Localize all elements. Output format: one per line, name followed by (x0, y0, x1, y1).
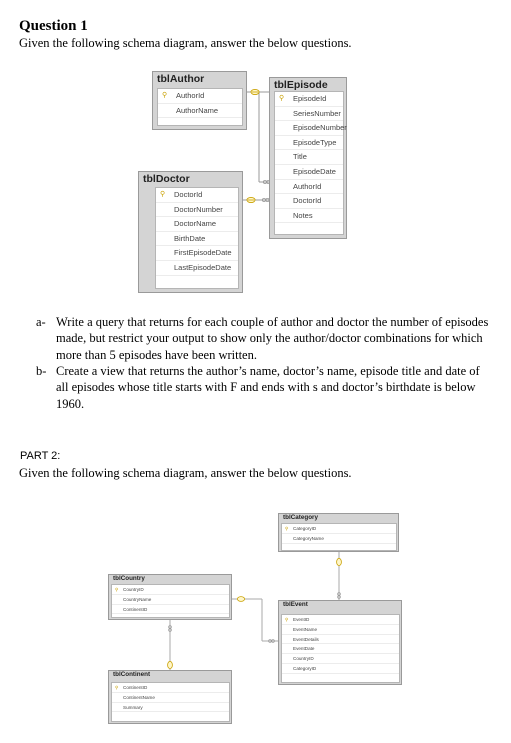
country-event-link (232, 598, 278, 642)
doctor-episode-key-icon (246, 196, 256, 204)
field-list: ⚲DoctorId DoctorNumber DoctorName BirthD… (155, 187, 239, 289)
question-marker: b- (36, 364, 47, 378)
field-row: SeriesNumber (275, 107, 343, 122)
field-row: EventName (282, 625, 399, 635)
key-icon: ⚲ (279, 95, 285, 102)
table-tblcontinent[interactable]: tblContinent ⚲ContinentID ContinentName … (108, 670, 232, 724)
field-row: EventDate (282, 644, 399, 655)
key-icon: ⚲ (115, 685, 119, 690)
part2-title: PART 2: (20, 450, 61, 462)
field-row: ContinentID (112, 605, 229, 615)
question-line: Create a view that returns the author’s … (56, 364, 480, 378)
field-row: Summary (112, 703, 229, 713)
author-episode-key-icon (250, 88, 260, 96)
category-event-key-icon (336, 558, 342, 567)
field-row: AuthorId (275, 180, 343, 195)
field-list: ⚲CountryID CountryName ContinentID (111, 584, 230, 618)
field-row: EpisodeDate (275, 165, 343, 180)
field-row: ⚲ContinentID (112, 683, 229, 693)
question-line: all episodes whose title starts with F a… (56, 380, 476, 395)
country-event-key-icon (236, 596, 245, 602)
table-tblcategory[interactable]: tblCategory ⚲CategoryID CategoryName (278, 513, 399, 552)
field-list: ⚲ContinentID ContinentName Summary (111, 682, 230, 722)
field-row: ContinentName (112, 693, 229, 703)
table-tbldoctor[interactable]: tblDoctor ⚲DoctorId DoctorNumber DoctorN… (138, 171, 243, 293)
field-row: ⚲CountryID (112, 585, 229, 595)
field-row: ⚲EpisodeId (275, 92, 343, 107)
field-row: EpisodeType (275, 136, 343, 151)
table-name: tblEvent (283, 601, 308, 608)
continent-country-key-icon (167, 661, 173, 670)
key-icon: ⚲ (285, 617, 289, 622)
field-row: CategoryID (282, 664, 399, 674)
field-list: ⚲EventID EventName EventDetails EventDat… (281, 614, 400, 683)
question-line: made, but restrict your output to show o… (56, 331, 483, 346)
question-marker: a- (36, 315, 46, 329)
question-title: Question 1 (19, 18, 88, 34)
field-row: ⚲EventID (282, 615, 399, 625)
table-tblevent[interactable]: tblEvent ⚲EventID EventName EventDetails… (278, 600, 402, 685)
table-tblepisode[interactable]: tblEpisode ⚲EpisodeId SeriesNumber Episo… (269, 77, 347, 239)
table-name: tblCountry (113, 575, 145, 582)
continent-country-many-icon (168, 625, 172, 632)
field-row: ⚲CategoryID (282, 524, 396, 534)
country-event-many-icon (268, 639, 275, 643)
field-row: CountryName (112, 595, 229, 605)
field-row: EpisodeNumber (275, 121, 347, 136)
field-row: Notes (275, 209, 343, 224)
category-event-many-icon (337, 592, 341, 599)
table-name: tblDoctor (143, 173, 190, 185)
question-line: Write a query that returns for each coup… (56, 315, 489, 329)
question-intro: Given the following schema diagram, answ… (19, 36, 352, 50)
field-row: DoctorName (156, 217, 238, 232)
field-row: CategoryName (282, 534, 396, 544)
field-row: CountryID (282, 654, 399, 664)
table-name: tblEpisode (274, 79, 328, 91)
field-row: DoctorNumber (156, 203, 238, 218)
key-icon: ⚲ (285, 526, 289, 531)
field-row: LastEpisodeDate (156, 261, 238, 276)
field-row: Title (275, 150, 343, 165)
field-row: AuthorName (158, 104, 242, 119)
field-list: ⚲EpisodeId SeriesNumber EpisodeNumber Ep… (274, 91, 347, 235)
field-row: ⚲AuthorId (158, 89, 242, 104)
field-row: BirthDate (156, 232, 238, 247)
table-name: tblCategory (283, 514, 318, 521)
table-tblauthor[interactable]: tblAuthor ⚲AuthorId AuthorName (152, 71, 247, 130)
part2-intro: Given the following schema diagram, answ… (19, 466, 352, 480)
key-icon: ⚲ (115, 587, 119, 592)
key-icon: ⚲ (160, 191, 166, 198)
field-row: DoctorId (275, 194, 343, 209)
field-list: ⚲CategoryID CategoryName (281, 523, 397, 551)
table-name: tblAuthor (157, 73, 205, 85)
question-line: 1960. (56, 396, 85, 411)
table-name: tblContinent (113, 671, 151, 678)
question-line: more than 5 episodes have been written. (56, 347, 257, 362)
field-list: ⚲AuthorId AuthorName (157, 88, 243, 126)
key-icon: ⚲ (162, 92, 168, 99)
field-row: FirstEpisodeDate (156, 246, 238, 261)
field-row: EventDetails (282, 635, 399, 645)
field-row: ⚲DoctorId (156, 188, 238, 203)
table-tblcountry[interactable]: tblCountry ⚲CountryID CountryName Contin… (108, 574, 232, 620)
